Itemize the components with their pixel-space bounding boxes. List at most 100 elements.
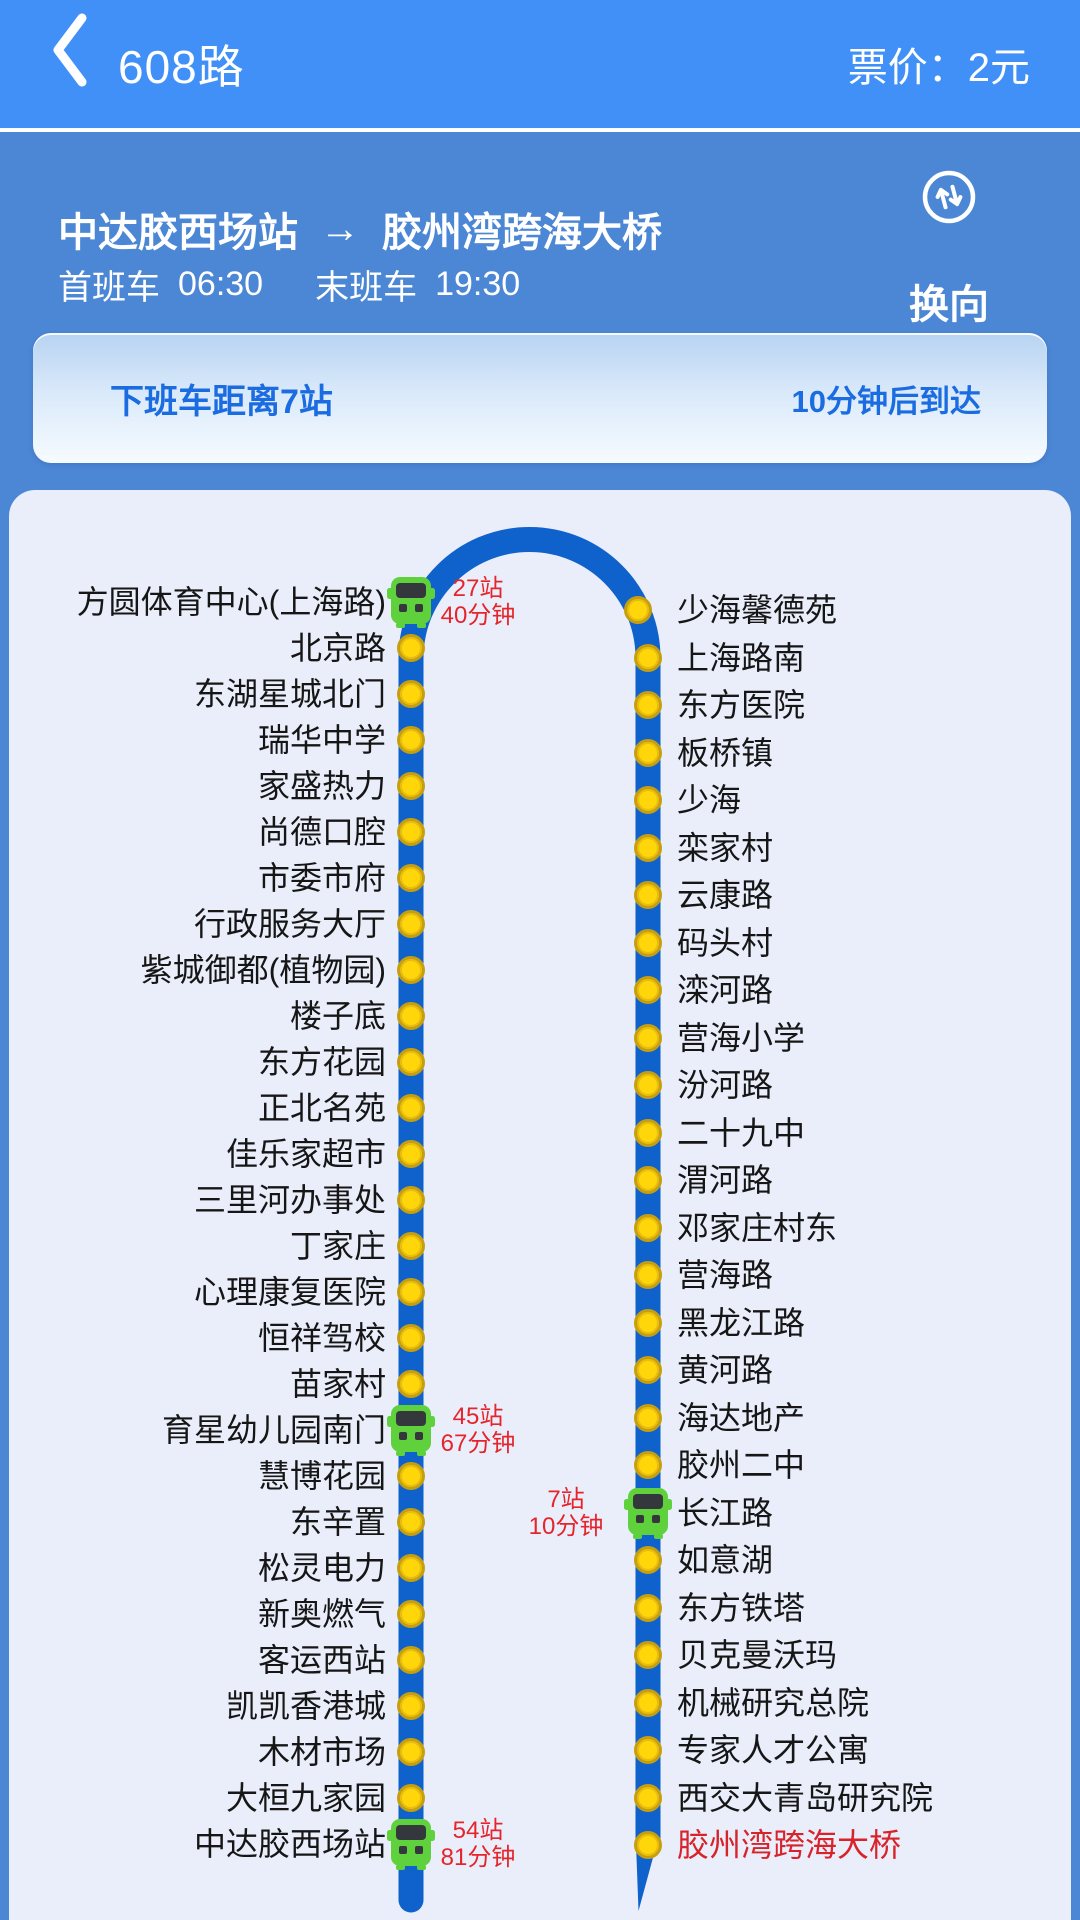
- station-label[interactable]: 黄河路: [677, 1352, 774, 1388]
- station-label[interactable]: 正北名苑: [257, 1090, 386, 1126]
- station-label[interactable]: 东方铁塔: [677, 1589, 806, 1626]
- station-dot: [397, 1186, 425, 1214]
- station-dot: [634, 1261, 662, 1289]
- station-label[interactable]: 三里河办事处: [193, 1182, 386, 1218]
- bus-eta-stops: 54站: [452, 1817, 504, 1844]
- station-dot: [634, 1023, 662, 1052]
- station-label[interactable]: 二十九中: [677, 1114, 806, 1151]
- station-label[interactable]: 楼子底: [289, 998, 386, 1034]
- station-label[interactable]: 营海路: [677, 1257, 774, 1293]
- bus-eta-stops: 27站: [452, 575, 504, 602]
- bus-eta-stops: 45站: [452, 1403, 504, 1430]
- station-label[interactable]: 贝克曼沃玛: [677, 1637, 838, 1673]
- station-label[interactable]: 少海: [677, 782, 742, 818]
- station-label[interactable]: 紫城御都(植物园): [140, 952, 386, 988]
- station-dot: [397, 1324, 425, 1352]
- last-bus-label: 末班车: [315, 269, 418, 307]
- station-label[interactable]: 码头村: [677, 924, 774, 961]
- station-dot: [397, 1094, 425, 1122]
- station-dot: [397, 1646, 425, 1674]
- station-label[interactable]: 佳乐家超市: [225, 1136, 386, 1172]
- station-label[interactable]: 木材市场: [257, 1734, 386, 1770]
- station-label[interactable]: 长江路: [677, 1494, 774, 1531]
- swap-direction-button[interactable]: [921, 169, 977, 225]
- route-line: [398, 526, 661, 1913]
- station-label[interactable]: 板桥镇: [677, 734, 774, 771]
- station-label[interactable]: 尚德口腔: [257, 814, 386, 850]
- station-label[interactable]: 丁家庄: [289, 1228, 386, 1264]
- station-label[interactable]: 少海馨德苑: [677, 592, 838, 628]
- station-dot: [634, 1688, 662, 1717]
- station-label[interactable]: 汾河路: [677, 1067, 774, 1103]
- swap-arrows-icon: [922, 170, 976, 224]
- station-label[interactable]: 新奥燃气: [257, 1596, 386, 1632]
- station-label[interactable]: 东方花园: [257, 1044, 386, 1080]
- station-label[interactable]: 黑龙江路: [677, 1304, 806, 1341]
- station-label[interactable]: 苗家村: [289, 1366, 386, 1402]
- station-dot: [397, 1278, 425, 1306]
- station-label[interactable]: 慧博花园: [257, 1458, 386, 1494]
- station-label[interactable]: 家盛热力: [257, 768, 386, 804]
- station-dot: [397, 1692, 425, 1720]
- station-label[interactable]: 如意湖: [677, 1542, 774, 1578]
- station-label[interactable]: 机械研究总院: [677, 1684, 870, 1721]
- station-dot: [634, 1641, 662, 1669]
- station-label[interactable]: 市委市府: [257, 860, 386, 896]
- station-dot: [397, 1738, 425, 1766]
- station-label[interactable]: 凯凯香港城: [225, 1688, 386, 1724]
- station-label[interactable]: 大桓九家园: [225, 1780, 386, 1816]
- station-label[interactable]: 专家人才公寓: [677, 1732, 870, 1768]
- station-label[interactable]: 客运西站: [257, 1642, 386, 1678]
- station-dot: [397, 1002, 425, 1030]
- station-label[interactable]: 上海路南: [677, 639, 806, 676]
- station-label[interactable]: 东湖星城北门: [193, 676, 386, 712]
- bus-icon: [387, 1818, 435, 1870]
- station-label[interactable]: 育星幼儿园南门: [161, 1412, 386, 1448]
- station-label[interactable]: 东方医院: [677, 687, 806, 723]
- station-label[interactable]: 行政服务大厅: [193, 906, 386, 942]
- station-label[interactable]: 海达地产: [677, 1399, 806, 1436]
- station-label[interactable]: 西交大青岛研究院: [677, 1779, 934, 1816]
- direction-arrow-icon: →: [320, 206, 360, 251]
- bus-icon: [387, 576, 435, 628]
- station-dot: [634, 1166, 662, 1194]
- station-label[interactable]: 中达胶西场站: [193, 1826, 386, 1862]
- station-label[interactable]: 云康路: [677, 877, 774, 913]
- station-label[interactable]: 恒祥驾校: [257, 1320, 386, 1356]
- station-dot: [397, 1048, 425, 1076]
- station-dot: [634, 1736, 662, 1764]
- station-dot: [634, 1118, 662, 1147]
- bus-eta-time: 40分钟: [440, 602, 516, 629]
- fare-label: 票价：2元: [847, 46, 1030, 90]
- back-button[interactable]: [44, 8, 100, 92]
- station-label[interactable]: 心理康复医院: [193, 1274, 386, 1310]
- station-dot: [634, 1593, 662, 1622]
- bus-icon: [624, 1487, 672, 1539]
- first-bus-label: 首班车: [58, 269, 160, 307]
- station-label[interactable]: 松灵电力: [257, 1550, 386, 1586]
- station-label[interactable]: 渭河路: [677, 1162, 774, 1198]
- back-chevron-icon: [53, 13, 87, 87]
- swap-direction-label[interactable]: 换向: [909, 283, 989, 327]
- station-label[interactable]: 营海小学: [677, 1019, 806, 1056]
- station-dot: [397, 1784, 425, 1812]
- station-label[interactable]: 方圆体育中心(上海路): [76, 584, 386, 620]
- station-dot: [397, 1508, 425, 1536]
- station-label-terminal[interactable]: 胶州湾跨海大桥: [677, 1827, 902, 1863]
- station-label[interactable]: 胶州二中: [677, 1447, 806, 1483]
- station-dot: [624, 596, 652, 624]
- station-label[interactable]: 北京路: [289, 630, 386, 666]
- station-label[interactable]: 瑞华中学: [257, 722, 386, 758]
- bus-eta-time: 67分钟: [440, 1430, 516, 1457]
- station-dot: [634, 1308, 662, 1337]
- next-bus-distance: 下班车距离7站: [110, 382, 333, 421]
- header-divider: [0, 128, 1080, 132]
- station-dot: [397, 1140, 425, 1168]
- destination-station: 胶州湾跨海大桥: [382, 211, 662, 255]
- station-label[interactable]: 邓家庄村东: [677, 1209, 838, 1246]
- station-label[interactable]: 东辛置: [289, 1504, 386, 1540]
- station-label[interactable]: 栾家村: [677, 829, 774, 866]
- station-label[interactable]: 滦河路: [677, 972, 774, 1008]
